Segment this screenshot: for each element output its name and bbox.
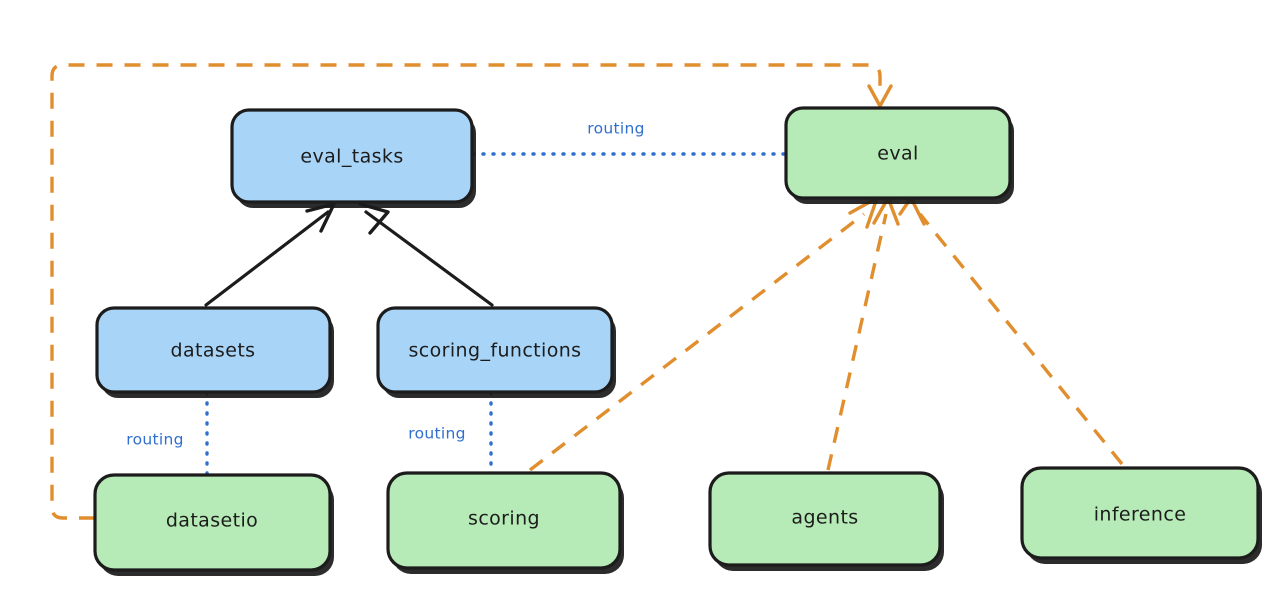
edge-label-routing-eval-tasks: routing: [587, 120, 645, 138]
node-agents[interactable]: agents: [708, 471, 944, 571]
node-scoring-functions[interactable]: scoring_functions: [376, 306, 616, 398]
node-scoring-body: [386, 471, 622, 570]
node-layer: eval_tasks eval datasets scoring_functio…: [93, 106, 1262, 576]
node-datasets[interactable]: datasets: [95, 306, 334, 398]
node-eval-tasks-label: eval_tasks: [300, 146, 403, 168]
node-datasets-body: [95, 306, 332, 394]
edge-datasetio-to-eval: [50, 63, 893, 520]
node-agents-label: agents: [791, 507, 858, 529]
edge-inference-to-eval: [898, 196, 1124, 466]
node-eval-tasks-body: [230, 108, 474, 204]
edge-layer: [50, 63, 1124, 520]
edge-label-layer: routing routing routing: [126, 120, 645, 449]
edge-scoring-functions-to-eval-tasks: [358, 202, 494, 307]
edge-label-routing-scoring-functions: routing: [408, 425, 466, 443]
node-eval[interactable]: eval: [784, 106, 1014, 204]
node-eval-body: [784, 106, 1012, 200]
node-inference[interactable]: inference: [1020, 466, 1262, 564]
edge-agents-to-eval: [826, 196, 900, 471]
node-inference-label: inference: [1094, 504, 1187, 526]
edge-label-routing-datasets: routing: [126, 431, 184, 449]
node-scoring-functions-label: scoring_functions: [409, 340, 582, 362]
node-eval-tasks[interactable]: eval_tasks: [230, 108, 476, 208]
node-inference-body: [1020, 466, 1260, 560]
node-datasets-label: datasets: [171, 340, 256, 362]
node-scoring[interactable]: scoring: [386, 471, 624, 574]
node-datasetio-label: datasetio: [166, 510, 258, 532]
node-scoring-functions-body: [376, 306, 614, 394]
node-datasetio-body: [93, 473, 332, 572]
edge-datasets-to-eval-tasks: [204, 202, 336, 307]
node-datasetio[interactable]: datasetio: [93, 473, 334, 576]
node-eval-label: eval: [877, 143, 918, 165]
node-scoring-label: scoring: [468, 508, 540, 530]
node-agents-body: [708, 471, 942, 567]
